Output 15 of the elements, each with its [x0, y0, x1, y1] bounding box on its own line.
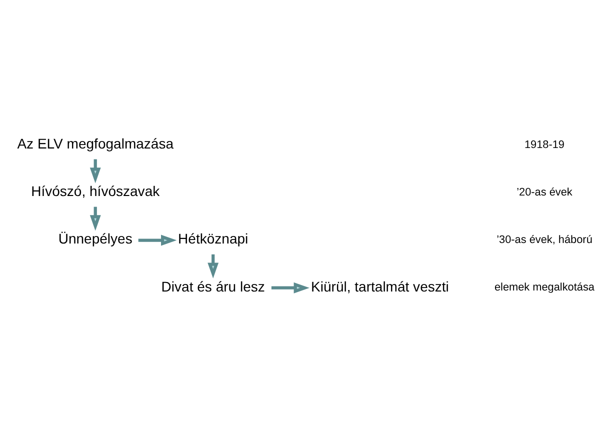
arrow — [208, 254, 219, 278]
label: 1918-19 — [524, 138, 565, 151]
arrow — [271, 282, 310, 293]
node-text: Az ELV megfogalmazása — [17, 135, 174, 152]
node-text: Divat és áru lesz — [161, 278, 265, 294]
arrow — [90, 206, 101, 230]
arrow — [90, 158, 101, 183]
label: ’20-as évek — [516, 186, 572, 198]
node-text: Hétköznapi — [178, 230, 248, 246]
label: elemek megalkotása — [494, 281, 595, 294]
node-text: Kiürül, tartalmát veszti — [311, 278, 449, 294]
node-text: Hívószó, hívószavak — [31, 182, 160, 199]
arrow — [138, 234, 177, 246]
node-text: Ünnepélyes — [58, 230, 132, 246]
label: ’30-as évek, háború — [496, 234, 592, 246]
